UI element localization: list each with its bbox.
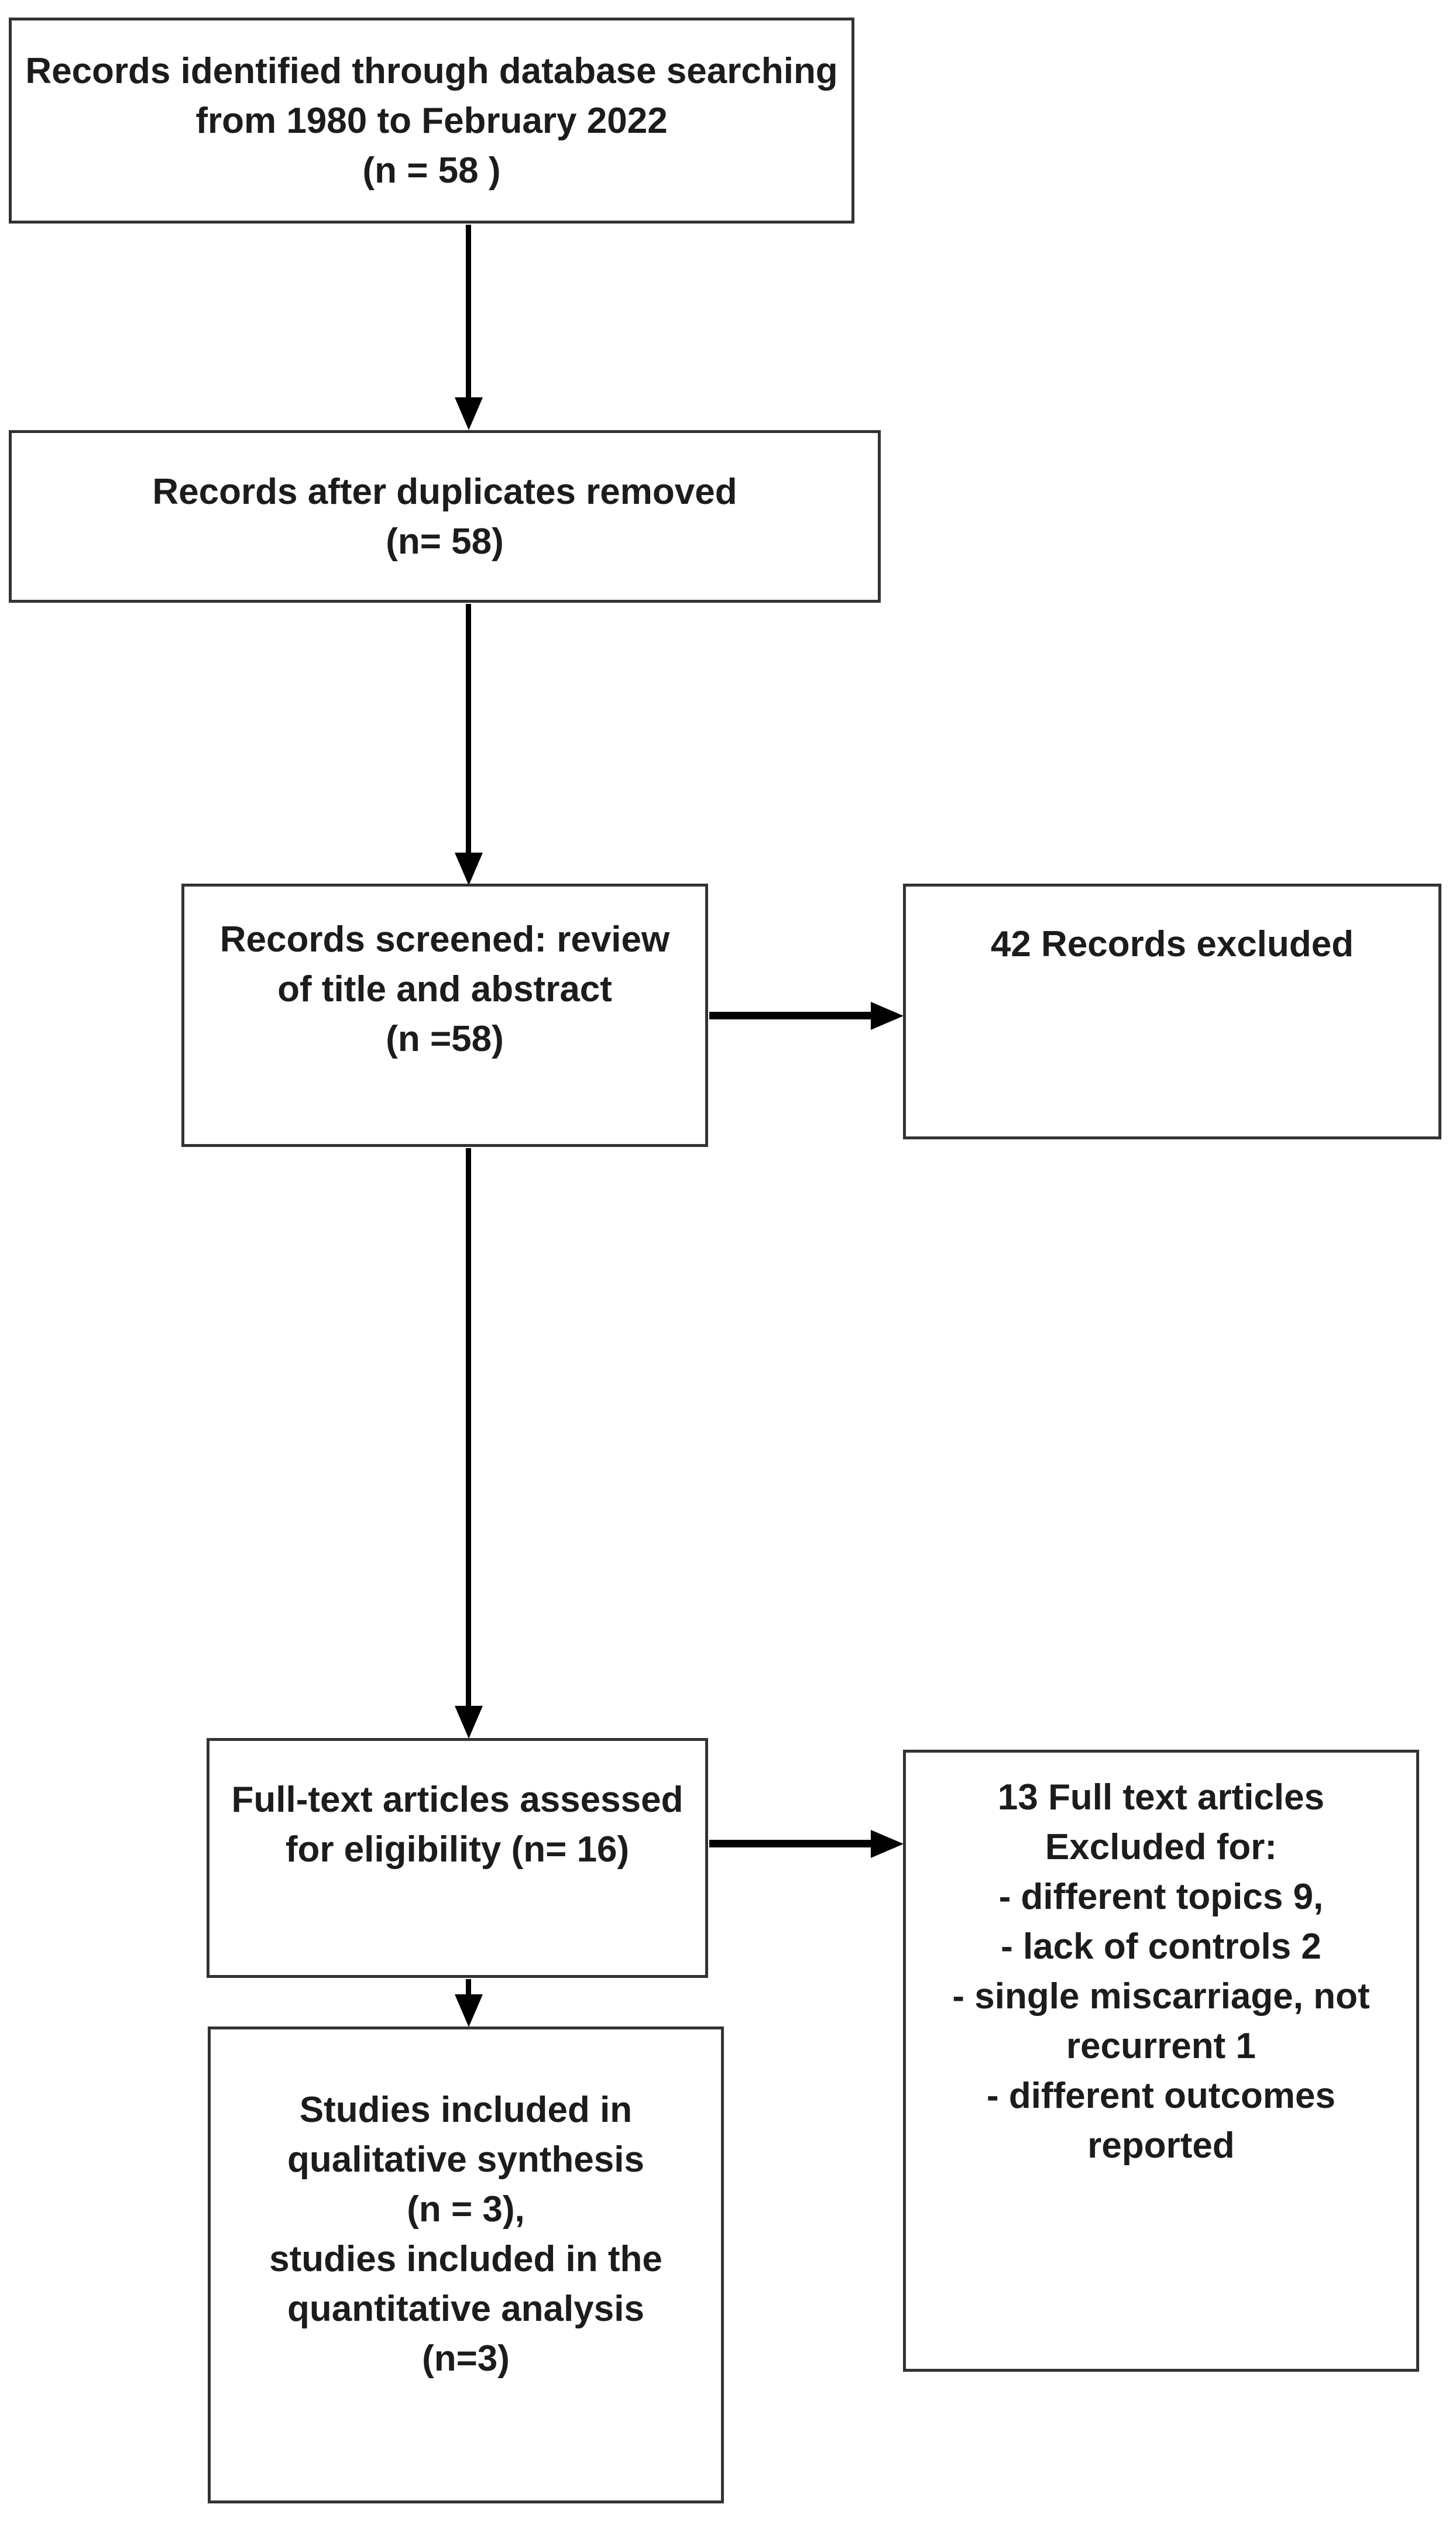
- box-text-line: Records identified through database sear…: [25, 50, 838, 91]
- box-text-line: (n = 58 ): [362, 150, 501, 191]
- box-text-line: (n = 3),: [407, 2189, 525, 2230]
- box-text-line: Records after duplicates removed: [152, 471, 737, 512]
- arrow-screened-to-fulltext-head-icon: [455, 1706, 483, 1739]
- box-text-line: Records screened: review: [219, 919, 670, 960]
- box-text-line: 42 Records excluded: [990, 924, 1354, 964]
- box-text-line: Excluded for:: [1045, 1827, 1278, 1867]
- arrow-identified-to-duplicates-shaft: [466, 225, 471, 399]
- box-text-line: (n=3): [422, 2338, 510, 2379]
- box-records-screened: Records screened: review of title and ab…: [181, 884, 708, 1147]
- box-text-line: - different outcomes: [987, 2076, 1335, 2116]
- box-text-line: studies included in the: [269, 2239, 662, 2279]
- arrow-fulltext-to-included-head-icon: [455, 1994, 483, 2027]
- arrow-duplicates-to-screened-head-icon: [455, 853, 483, 885]
- arrow-screened-to-excluded-head-icon: [871, 1002, 904, 1030]
- arrow-identified-to-duplicates-head-icon: [455, 397, 483, 430]
- box-records-identified: Records identified through database sear…: [9, 18, 854, 224]
- box-records-excluded: 42 Records excluded: [903, 884, 1441, 1139]
- box-text-line: - single miscarriage, not: [952, 1976, 1370, 2017]
- arrow-fulltext-to-excluded-shaft: [709, 1840, 873, 1847]
- box-text-line: (n =58): [386, 1019, 504, 1059]
- box-text-line: reported: [1087, 2125, 1235, 2166]
- box-fulltext-excluded: 13 Full text articles Excluded for: - di…: [903, 1750, 1419, 2372]
- box-duplicates-removed: Records after duplicates removed (n= 58): [9, 430, 881, 603]
- box-text-line: recurrent 1: [1066, 2026, 1256, 2066]
- arrow-screened-to-fulltext-shaft: [466, 1148, 471, 1709]
- box-text-line: - lack of controls 2: [1001, 1926, 1321, 1967]
- box-text-line: Studies included in: [299, 2090, 633, 2130]
- arrow-fulltext-to-excluded-head-icon: [871, 1830, 904, 1858]
- box-text-line: from 1980 to February 2022: [195, 100, 668, 141]
- box-text-line: Full-text articles assessed: [231, 1780, 684, 1820]
- box-text-line: quantitative analysis: [287, 2289, 644, 2329]
- arrow-duplicates-to-screened-shaft: [466, 604, 471, 854]
- arrow-fulltext-to-included-shaft: [466, 1979, 471, 1998]
- box-text-line: for eligibility (n= 16): [285, 1829, 630, 1870]
- arrow-screened-to-excluded-shaft: [709, 1012, 873, 1019]
- box-text-line: qualitative synthesis: [287, 2139, 644, 2180]
- box-studies-included: Studies included in qualitative synthesi…: [208, 2026, 724, 2503]
- box-fulltext-assessed: Full-text articles assessed for eligibil…: [207, 1738, 708, 1978]
- box-text-line: - different topics 9,: [998, 1877, 1324, 1917]
- box-text-line: (n= 58): [386, 521, 504, 562]
- box-text-line: of title and abstract: [277, 969, 612, 1009]
- box-text-line: 13 Full text articles: [997, 1777, 1325, 1818]
